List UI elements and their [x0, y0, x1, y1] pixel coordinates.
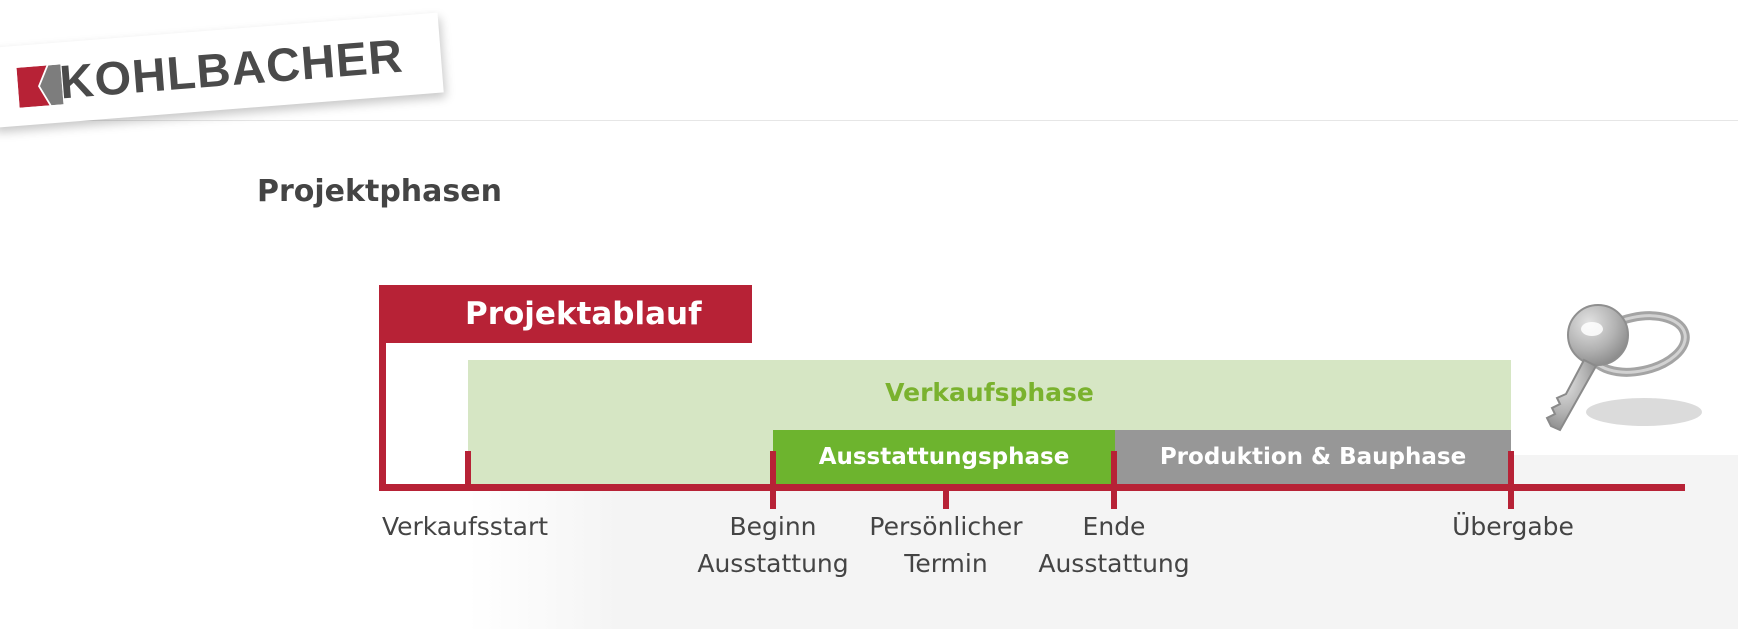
milestone-label-line: Ende [1082, 512, 1146, 541]
page-title: Projektphasen [257, 174, 502, 209]
milestone-tick-ende-ausstattung [1111, 451, 1117, 509]
production-phase-box: Produktion & Bauphase [1115, 430, 1511, 484]
milestone-tick-verkaufsstart [465, 451, 471, 484]
milestone-label-beginn-ausstattung: Beginn Ausstattung [673, 508, 873, 582]
logo-text: KOHLBACHER [57, 28, 405, 109]
milestone-label-line: Termin [904, 549, 988, 578]
header-divider [0, 120, 1738, 121]
milestone-label-uebergabe: Übergabe [1413, 508, 1613, 545]
milestone-label-line: Übergabe [1452, 512, 1574, 541]
milestone-tick-beginn-ausstattung [770, 451, 776, 509]
sales-phase-label: Verkaufsphase [885, 378, 1094, 407]
project-bracket-line [379, 330, 386, 491]
outfitting-phase-box: Ausstattungsphase [773, 430, 1115, 484]
milestone-label-line: Beginn [729, 512, 817, 541]
project-label: Projektablauf [379, 285, 752, 343]
milestone-label-line: Persönlicher [869, 512, 1023, 541]
milestone-tick-uebergabe [1508, 451, 1514, 509]
key-icon [1545, 304, 1702, 432]
milestone-label-line: Verkaufsstart [381, 512, 549, 541]
milestone-label-line: Ausstattung [697, 549, 849, 578]
milestone-label-verkaufsstart: Verkaufsstart [340, 508, 590, 545]
logo-mark-icon [16, 64, 64, 108]
milestone-label-persoenlicher-termin: Persönlicher Termin [846, 508, 1046, 582]
milestone-tick-persoenlicher-termin [943, 491, 949, 509]
milestone-label-line: Ausstattung [1038, 549, 1190, 578]
timeline-axis [379, 484, 1685, 491]
milestone-label-ende-ausstattung: Ende Ausstattung [1014, 508, 1214, 582]
brand-logo[interactable]: KOHLBACHER [0, 12, 444, 128]
